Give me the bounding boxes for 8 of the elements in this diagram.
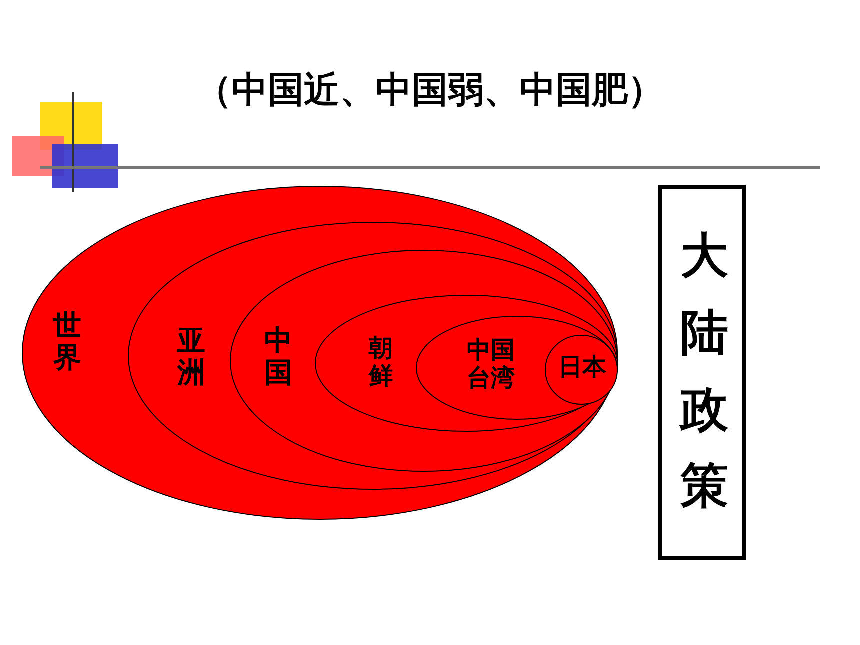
region-label: 中国台湾 <box>466 337 516 392</box>
region-label: 日本 <box>557 354 608 382</box>
title: （中国近、中国弱、中国肥） <box>195 69 665 113</box>
region-label: 亚洲 <box>176 325 206 390</box>
region-label: 世界 <box>52 310 82 374</box>
region-label: 朝鲜 <box>368 335 394 390</box>
region-label: 中国 <box>263 325 294 390</box>
text-box: 大陆政策 <box>658 185 746 560</box>
